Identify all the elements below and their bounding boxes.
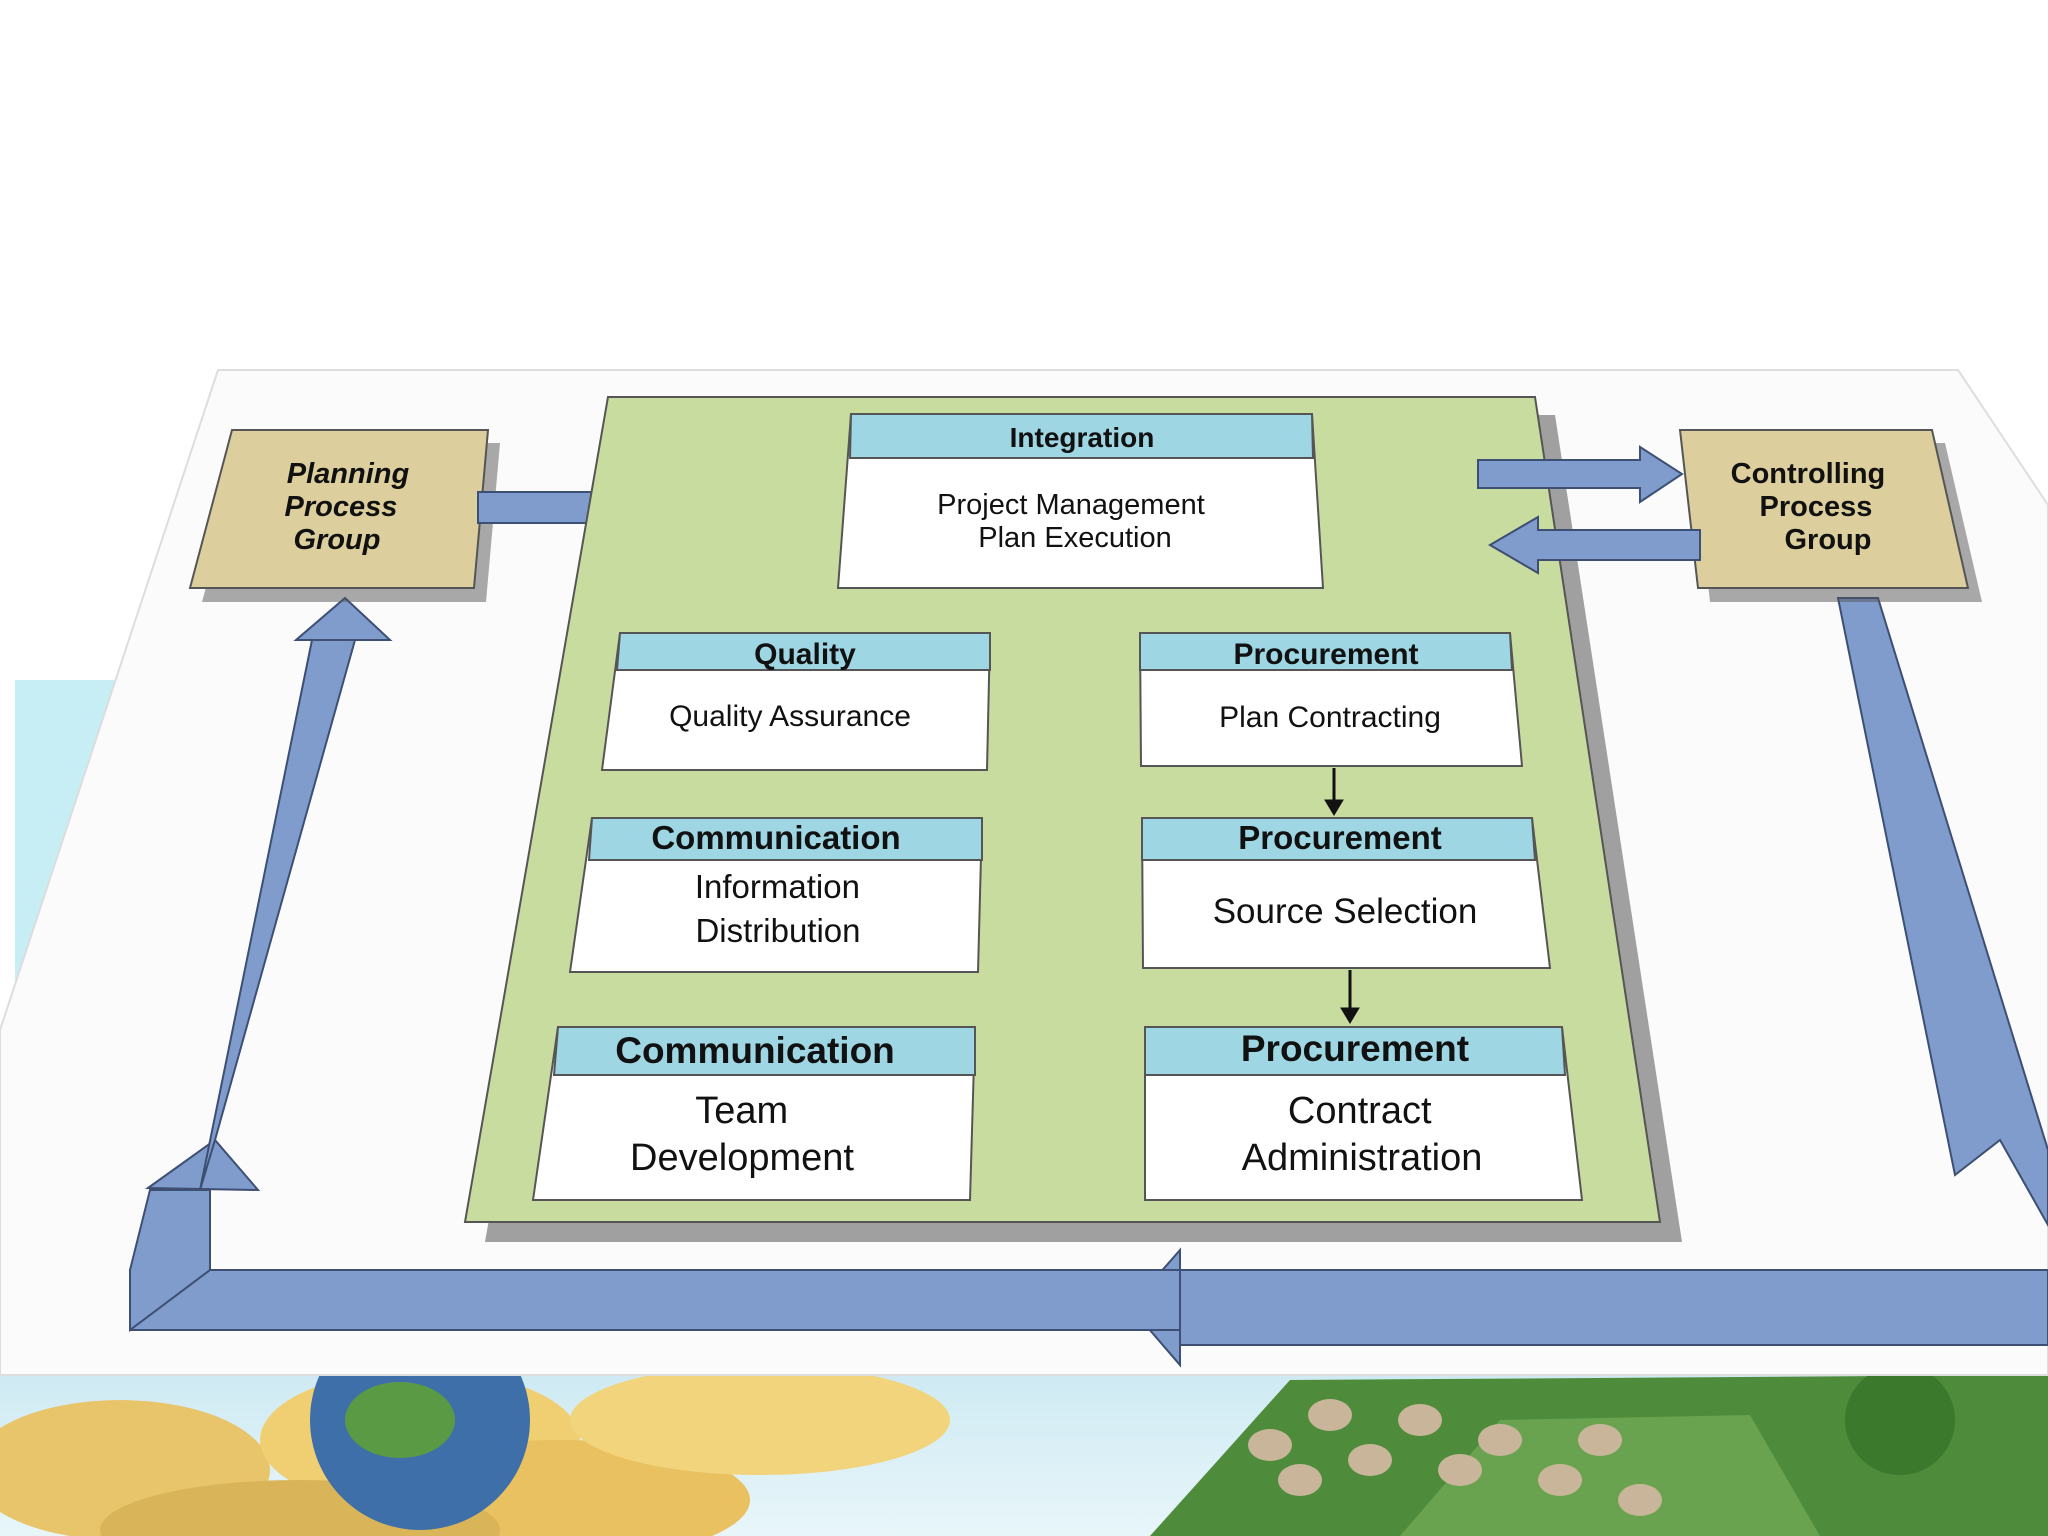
procurement-1-title: Procurement bbox=[1233, 638, 1418, 671]
quality-title: Quality bbox=[754, 638, 856, 671]
controlling-label: Controlling Process Group bbox=[1731, 458, 1894, 556]
planning-box bbox=[188, 429, 490, 589]
background-scenery bbox=[0, 680, 2048, 1536]
communication-1-title: Communication bbox=[651, 819, 900, 856]
communication-1-text: Information Distribution bbox=[695, 868, 869, 949]
procurement-2-title: Procurement bbox=[1238, 819, 1442, 856]
communication-2-title: Communication bbox=[615, 1030, 895, 1071]
quality-text: Quality Assurance bbox=[669, 700, 911, 733]
controlling-to-execution-arrow bbox=[1488, 515, 1701, 575]
controlling-process-group: Controlling Process Group bbox=[1678, 429, 1982, 602]
procurement-3-text: Contract Administration bbox=[1242, 1090, 1483, 1179]
communication-information-box: Communication Information Distribution bbox=[568, 817, 984, 973]
tree-icon bbox=[1845, 1365, 1955, 1475]
procurement-contract-admin-box: Procurement Contract Administration bbox=[1144, 1026, 1584, 1201]
garden-illustration bbox=[1150, 1365, 2048, 1536]
planning-label: Planning Process Group bbox=[285, 458, 418, 556]
execution-panel bbox=[463, 396, 1662, 1223]
integration-box: Integration Project Management Plan Exec… bbox=[836, 413, 1325, 589]
communication-team-box: Communication Team Development bbox=[531, 1026, 977, 1201]
feedback-loop-arrow bbox=[129, 596, 2048, 1368]
procurement-source-selection-box: Procurement Source Selection bbox=[1140, 817, 1552, 969]
procurement-3-title: Procurement bbox=[1241, 1028, 1469, 1069]
communication-2-text: Team Development bbox=[630, 1090, 854, 1179]
procurement-plan-contracting-box: Procurement Plan Contracting bbox=[1138, 632, 1524, 767]
integration-text: Project Management Plan Execution bbox=[937, 489, 1213, 554]
quality-box: Quality Quality Assurance bbox=[600, 632, 992, 771]
planning-process-group: Planning Process Group bbox=[188, 429, 500, 602]
procurement-1-text: Plan Contracting bbox=[1219, 701, 1441, 734]
integration-title: Integration bbox=[1010, 422, 1155, 453]
procurement-2-text: Source Selection bbox=[1213, 892, 1478, 931]
execution-to-controlling-arrow bbox=[1477, 445, 1684, 504]
procurement-flow-arrows bbox=[1324, 768, 1360, 1024]
